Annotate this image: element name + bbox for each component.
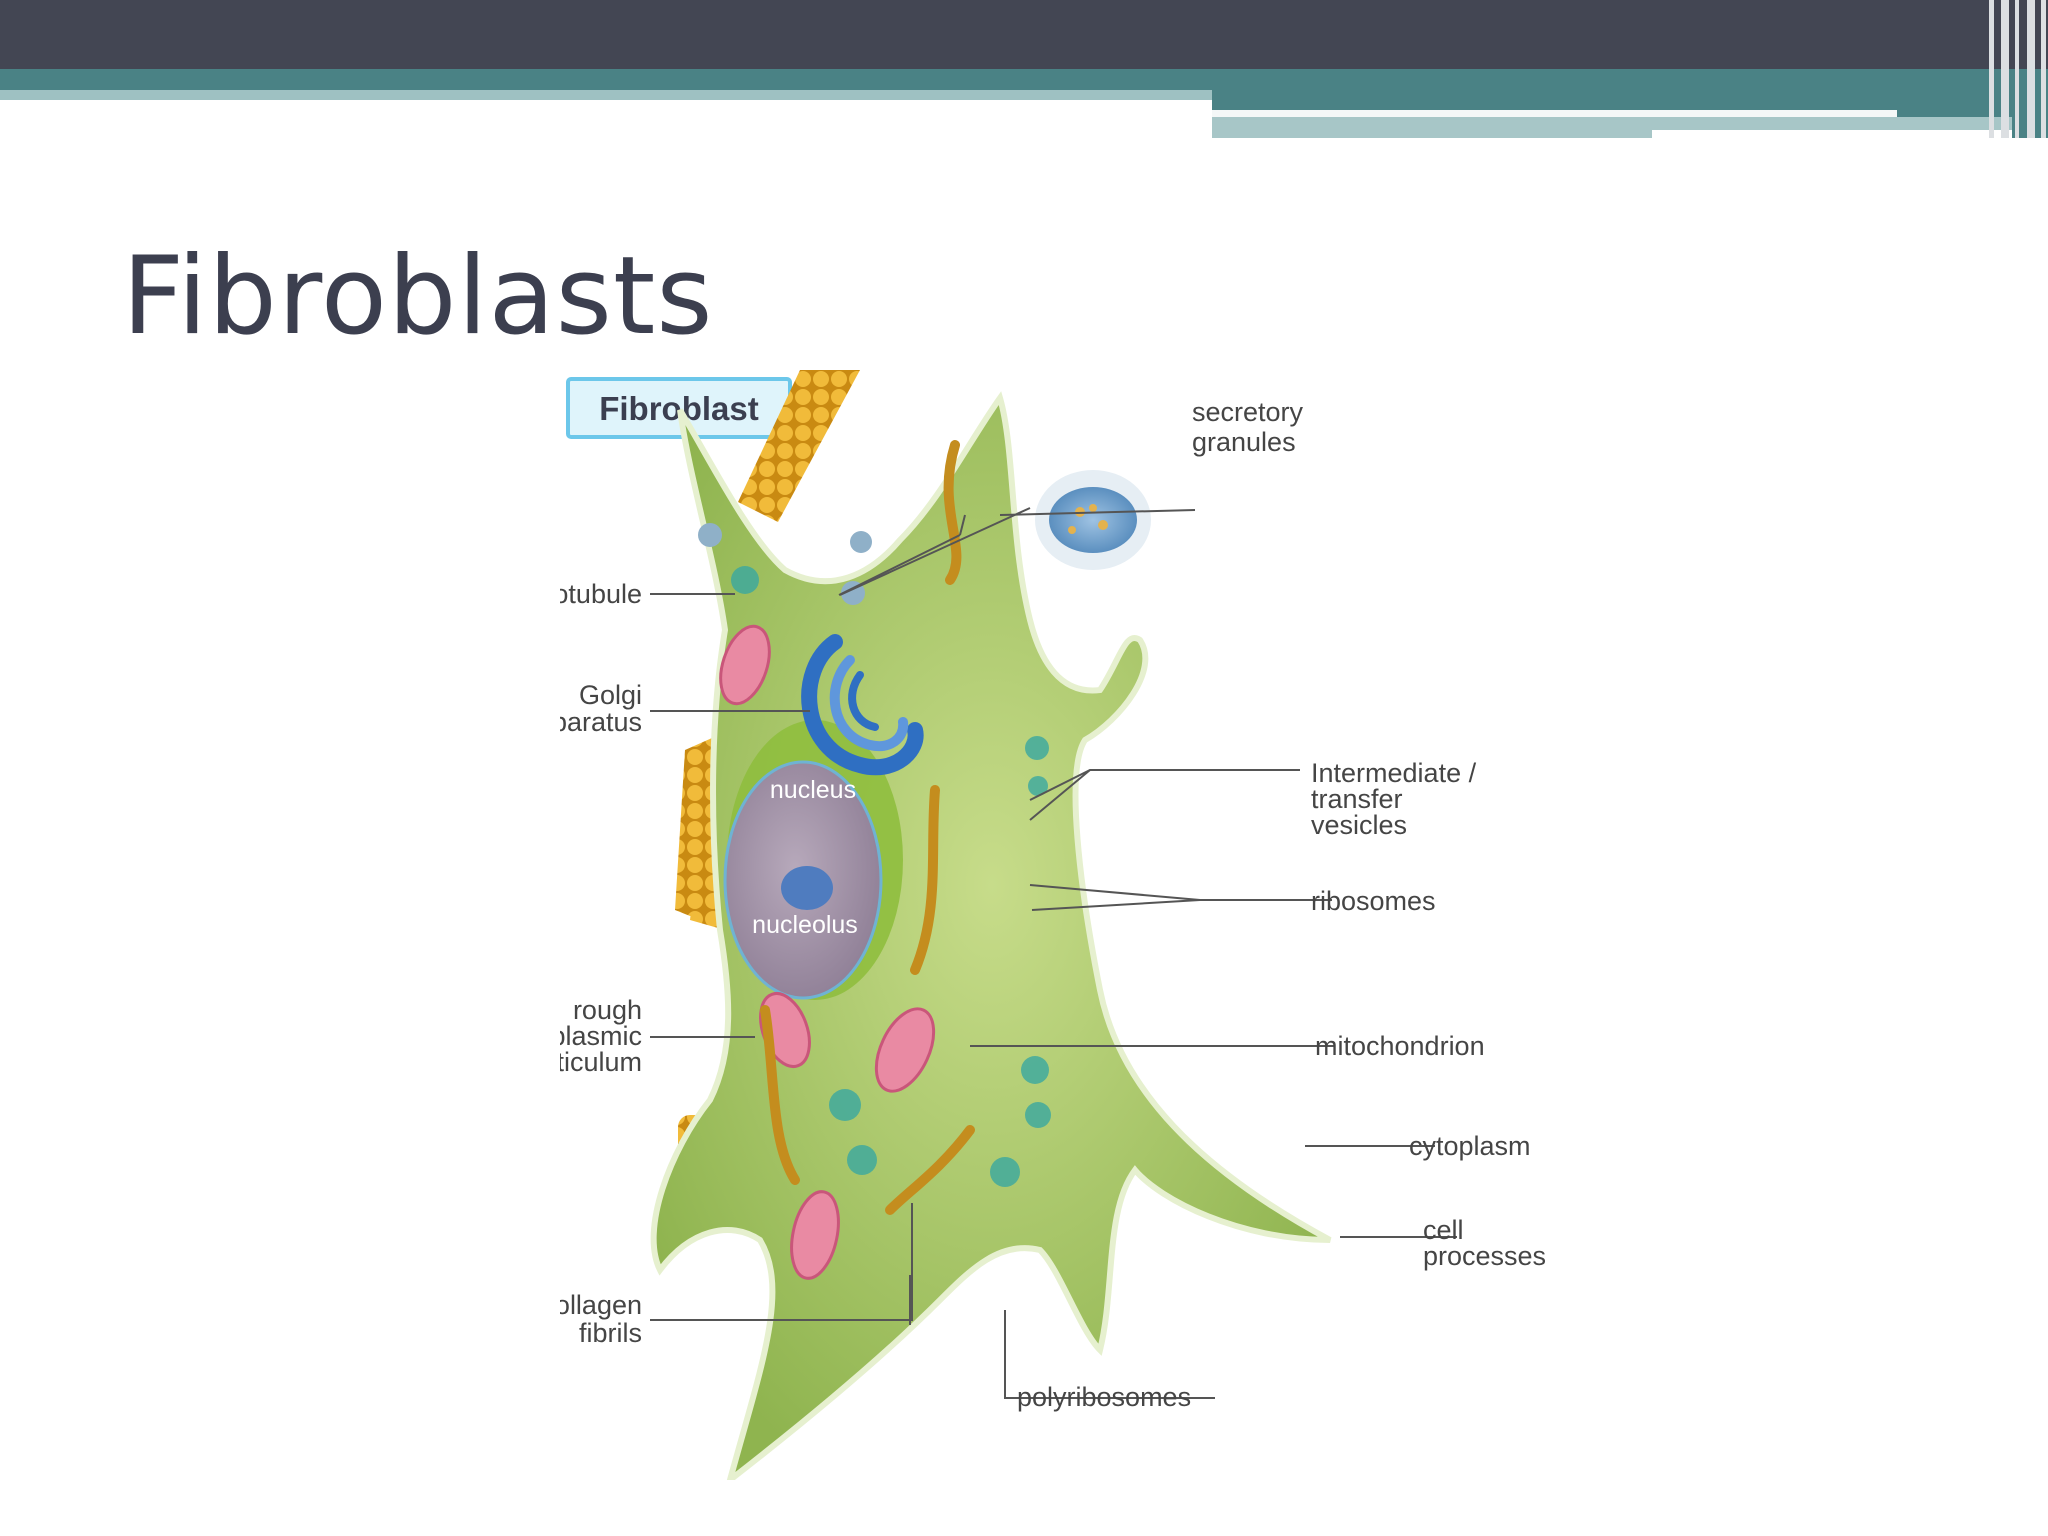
golgi-graphic bbox=[801, 634, 924, 776]
label-cytoplasm: cytoplasm bbox=[1409, 1131, 1531, 1161]
svg-text:vesicles: vesicles bbox=[1311, 810, 1407, 840]
slide-header-accent-line bbox=[0, 90, 1212, 100]
label-mitochondrion: mitochondrion bbox=[1315, 1031, 1485, 1061]
label-golgi-apparatus: Golgi apparatus bbox=[560, 680, 642, 737]
label-polyribosomes: polyribosomes bbox=[1017, 1382, 1191, 1412]
svg-text:cytoplasm: cytoplasm bbox=[1409, 1131, 1531, 1161]
label-ribosomes: ribosomes bbox=[1311, 886, 1436, 916]
secretory-granule-graphic bbox=[698, 470, 1151, 605]
svg-text:fibrils: fibrils bbox=[579, 1318, 642, 1348]
nucleus-graphic: nucleus nucleolus bbox=[723, 720, 903, 1000]
svg-text:mitochondrion: mitochondrion bbox=[1315, 1031, 1485, 1061]
label-collagen-fibrils: collagen fibrils bbox=[560, 1290, 642, 1348]
svg-text:microtubule: microtubule bbox=[560, 579, 642, 609]
rough-er-graphic bbox=[760, 440, 975, 1215]
svg-text:granules: granules bbox=[1192, 427, 1296, 457]
svg-text:rough: rough bbox=[573, 995, 642, 1025]
svg-text:Intermediate /: Intermediate / bbox=[1311, 758, 1477, 788]
label-intermediate-transfer-vesicles: Intermediate / transfer vesicles bbox=[1311, 758, 1477, 840]
label-secretory-granules: secretory granules bbox=[1192, 397, 1304, 457]
slide-header-wedge-line bbox=[1212, 110, 1897, 117]
svg-text:secretory: secretory bbox=[1192, 397, 1304, 427]
slide-header-band bbox=[0, 69, 2048, 90]
slide-header-bar bbox=[0, 0, 2048, 69]
svg-text:cell: cell bbox=[1423, 1215, 1464, 1245]
svg-text:Golgi: Golgi bbox=[579, 680, 642, 710]
svg-text:collagen: collagen bbox=[560, 1290, 642, 1320]
svg-text:polyribosomes: polyribosomes bbox=[1017, 1382, 1191, 1412]
svg-text:nucleolus: nucleolus bbox=[752, 911, 858, 939]
polyribosomes-graphic bbox=[731, 566, 1051, 1187]
svg-text:nucleus: nucleus bbox=[770, 776, 856, 804]
svg-text:apparatus: apparatus bbox=[560, 707, 642, 737]
svg-text:endoplasmic: endoplasmic bbox=[560, 1021, 642, 1051]
fibroblast-diagram: Fibroblast nucleus nucleolus bbox=[560, 370, 1546, 1480]
diagram-tag: Fibroblast bbox=[566, 377, 792, 439]
label-rough-er: rough endoplasmic reticulum bbox=[560, 995, 642, 1077]
label-cell-processes: cell processes bbox=[1423, 1215, 1546, 1271]
leader-lines bbox=[650, 507, 1457, 1399]
slide-header-pillars bbox=[1985, 0, 2048, 138]
svg-text:ribosomes: ribosomes bbox=[1311, 886, 1436, 916]
slide-title: Fibroblasts bbox=[122, 234, 714, 359]
svg-text:processes: processes bbox=[1423, 1241, 1546, 1271]
svg-text:transfer: transfer bbox=[1311, 784, 1403, 814]
svg-text:reticulum: reticulum bbox=[560, 1047, 642, 1077]
slide-header-wedge-gap bbox=[1652, 130, 2012, 138]
label-microtubule: microtubule bbox=[560, 579, 642, 609]
